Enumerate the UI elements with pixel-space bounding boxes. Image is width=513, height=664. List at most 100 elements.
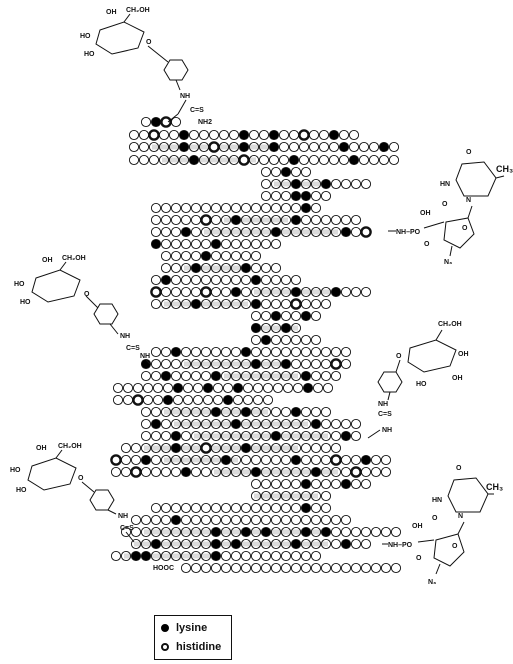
residue-residue — [240, 514, 252, 526]
residue-residue — [330, 418, 342, 430]
residue-residue — [300, 298, 312, 310]
residue-residue — [190, 466, 202, 478]
lysine-residue — [150, 418, 162, 430]
lysine-residue — [210, 526, 222, 538]
residue-residue — [300, 178, 312, 190]
residue-residue — [320, 286, 332, 298]
residue-residue — [290, 202, 302, 214]
residue-residue — [210, 430, 222, 442]
azt-2-o-ring: O — [452, 543, 458, 550]
residue-residue — [180, 514, 192, 526]
residue-residue — [300, 214, 312, 226]
lysine-residue — [230, 214, 242, 226]
residue-residue — [200, 418, 212, 430]
lysine-residue — [250, 466, 262, 478]
lysine-residue — [288, 154, 300, 166]
residue-residue — [310, 562, 322, 574]
residue-residue — [320, 514, 332, 526]
residue-residue — [180, 214, 192, 226]
azt-2-ch3: CH₃ — [486, 482, 503, 492]
lysine-residue — [320, 526, 332, 538]
residue-residue — [380, 466, 392, 478]
residue-residue — [300, 430, 312, 442]
residue-residue — [210, 286, 222, 298]
lysine-residue — [340, 538, 352, 550]
residue-residue — [230, 358, 242, 370]
lysine-residue — [300, 190, 312, 202]
residue-residue — [190, 454, 202, 466]
residue-residue — [390, 526, 402, 538]
residue-residue — [200, 298, 212, 310]
residue-residue — [252, 382, 264, 394]
residue-residue — [210, 514, 222, 526]
residue-residue — [218, 154, 230, 166]
histidine-residue — [350, 466, 362, 478]
residue-residue — [160, 298, 172, 310]
residue-residue — [232, 394, 244, 406]
residue-residue — [310, 478, 322, 490]
residue-residue — [258, 141, 270, 153]
residue-residue — [320, 538, 332, 550]
residue-residue — [240, 274, 252, 286]
residue-residue — [340, 358, 352, 370]
residue-residue — [220, 262, 232, 274]
residue-residue — [260, 262, 272, 274]
histidine-residue — [150, 286, 162, 298]
residue-residue — [270, 178, 282, 190]
residue-residue — [368, 141, 380, 153]
residue-residue — [190, 406, 202, 418]
residue-residue — [190, 418, 202, 430]
residue-residue — [160, 514, 172, 526]
residue-residue — [190, 346, 202, 358]
residue-residue — [150, 430, 162, 442]
residue-residue — [290, 490, 302, 502]
residue-residue — [258, 129, 270, 141]
residue-residue — [290, 274, 302, 286]
residue-residue — [220, 238, 232, 250]
residue-residue — [198, 141, 210, 153]
helix-shade — [254, 493, 318, 499]
residue-residue — [220, 358, 232, 370]
lysine-residue — [222, 394, 234, 406]
residue-residue — [180, 430, 192, 442]
residue-residue — [158, 129, 170, 141]
helix-shade — [224, 217, 288, 223]
residue-residue — [250, 370, 262, 382]
lysine-residue — [238, 129, 250, 141]
residue-residue — [250, 514, 262, 526]
residue-residue — [200, 538, 212, 550]
residue-residue — [290, 418, 302, 430]
residue-residue — [240, 418, 252, 430]
residue-residue — [300, 538, 312, 550]
residue-residue — [318, 141, 330, 153]
lysine-residue — [190, 298, 202, 310]
residue-residue — [310, 430, 322, 442]
residue-residue — [322, 382, 334, 394]
residue-residue — [200, 562, 212, 574]
residue-residue — [160, 214, 172, 226]
residue-residue — [230, 550, 242, 562]
residue-residue — [378, 154, 390, 166]
sugar-conjugate-1: CH₂OH OH HO HO O NH C=S — [80, 7, 204, 123]
residue-residue — [190, 226, 202, 238]
residue-residue — [240, 214, 252, 226]
residue-residue — [290, 526, 302, 538]
residue-residue — [250, 478, 262, 490]
residue-residue — [260, 214, 272, 226]
residue-residue — [320, 214, 332, 226]
azt-1-nh-po: NH–PO — [396, 229, 421, 236]
histidine-residue — [290, 298, 302, 310]
residue-residue — [288, 141, 300, 153]
residue-residue — [240, 454, 252, 466]
residue-residue — [380, 526, 392, 538]
residue-residue — [280, 418, 292, 430]
residue-residue — [270, 214, 282, 226]
sugar-3-nh-b: NH — [382, 427, 392, 434]
residue-residue — [160, 250, 172, 262]
residue-residue — [250, 238, 262, 250]
lysine-residue — [300, 310, 312, 322]
azt-2-n: N — [458, 513, 463, 520]
residue-residue — [130, 454, 142, 466]
residue-residue — [228, 129, 240, 141]
residue-residue — [330, 214, 342, 226]
